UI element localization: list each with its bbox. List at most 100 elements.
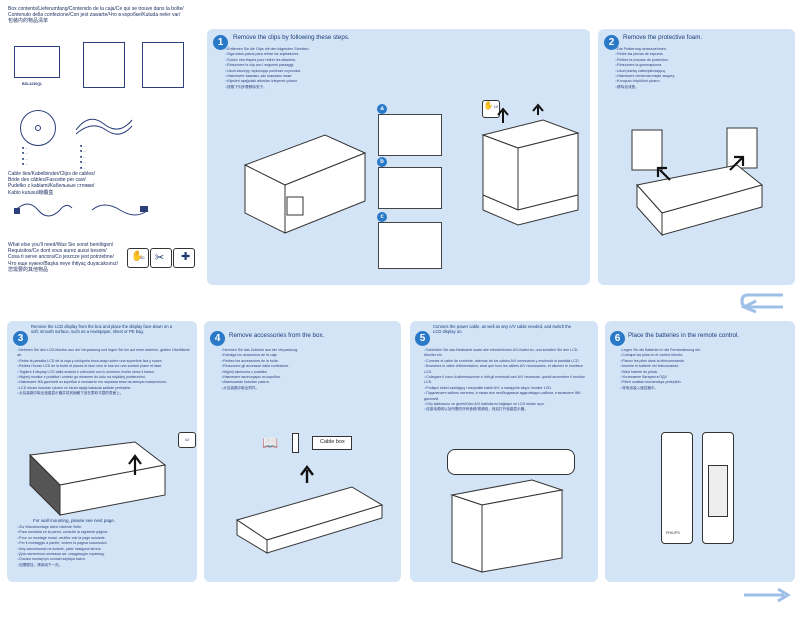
clip-step-c-image [378,222,442,269]
qty-badge-x2: x2 [178,432,196,448]
what-else-section: What else you'll need/Was Sie sonst benö… [8,242,203,273]
step6-list: Legen Sie die Batterien in die Fernbedie… [620,348,701,391]
clip-step-b-image [378,167,442,209]
step1-box-illustration [243,134,367,234]
clip-step-a-image [378,114,442,156]
step1-item: 按照下列步骤移除夹子。 [225,85,309,90]
wall-mount-title: For wall mounting, please see next page. [33,518,116,523]
step2-item: Die Polsterung herausnehmen. [615,47,675,52]
cd-hole-icon [35,125,41,131]
step1-item: Entfernen Sie die Clips mit den folgende… [225,47,309,52]
wall-mount-list: Zur Wandmontage siehe nächste Seite. Par… [17,525,108,568]
remote-control-front: PHILIPS [661,432,693,544]
left-list-block-2: ■ ...■ ...■ ...■ ...■ ... [80,144,87,170]
what-else-title-1: What else you'll need/Was Sie sonst benö… [8,242,114,248]
step2-item: Koruyucu köpükleri çıkarın. [615,79,675,84]
step2-item: Извлеките пенопластовую защиту. [615,74,675,79]
battery-compartment [708,465,728,517]
step3-list: Nehmen Sie den LCD-Monitor aus der Verpa… [17,348,192,397]
step5-item: Branchez le câble d'alimentation, ainsi … [424,364,590,375]
foam-removal-illustration [631,127,764,237]
step4-title: Remove accessories from the box. [229,332,325,339]
cable-ties-title-2: Bride des câbles/Fascette per cavi/ [8,177,86,184]
cable-ties-title-1: Cable ties/Kabelbinder/Clips de cables/ [8,171,95,177]
callout-a: a [377,104,387,114]
what-else-title-4: Что еще нужно/Başka neye ihtiyaç duyacak… [8,260,118,267]
step3-item: Togliere il display LCD dalla scatola e … [17,370,192,375]
step5-title: Connect the power cable, as well as any … [433,324,571,335]
cable-ties-section: Cable ties/Kabelbinder/Clips de cables/ … [8,171,198,196]
model-label: BDL3230QL [22,82,43,86]
step5-list: Schließen Sie das Netzkabel sowie alle e… [424,348,590,413]
next-page-arrow-icon [744,587,791,603]
step6-title: Place the batteries in the remote contro… [628,332,740,339]
left-list-block-1: ■ ...■ ...■ ...■ ... [22,146,29,167]
step5-item: Podłącz kabel zasilający i wszystkie kab… [424,386,590,391]
step4-item: Извлеките аксессуары из коробки. [221,375,298,380]
cable-ties-title-3: Pudełko z kablami/Кабельные стяжки/ [8,183,95,190]
step3-number: 3 [13,331,28,346]
step4-item: Extraiga los accesorios de la caja. [221,353,298,358]
monitor-illustration [14,46,60,78]
step4-list: Nehmen Sie das Zubehör aus der Verpackun… [221,348,298,391]
step4-number: 4 [210,331,225,346]
qty-text: x2 [184,437,190,442]
wall-item: Zur Wandmontage siehe nächste Seite. [17,525,108,530]
step5-item: Collegare il cavo di alimentazione e tut… [424,375,590,386]
accessory-tray-illustration [235,465,384,554]
step5-item: 连接电源线以及所需的所有音频/视频线，然后打开液晶显示器。 [424,407,590,412]
callout-c: c [377,212,387,222]
step5-item: Подключите кабель питания, а также все н… [424,391,590,402]
what-else-title-3: Cosa ti serve ancora/Co jeszcze jest pot… [8,254,114,261]
box-contents-section: Box contents/Lieferumfang/Contenido de l… [8,6,203,25]
wall-item: 如需壁挂，请参阅下一页。 [17,563,108,568]
step6-item: 将电池装入遥控器中。 [620,386,701,391]
qty-label: 10 [140,255,145,260]
step6-item: Włóż baterie do pilota. [620,370,701,375]
step3-item: Retirez l'écran LCD de la boîte et place… [17,364,192,369]
cable-ties-title-4: Kablo kutusu/線纜盒 [8,189,54,196]
step6-number: 6 [610,331,625,346]
step3-title: Remove the LCD display from the box and … [31,324,172,335]
wall-item: Pour un montage mural, veuillez voir la … [17,536,108,541]
step6-item: Pilleri uzaktan kumandaya yerleştirin. [620,380,701,385]
wall-item: Per il montaggio a parete, vedere la pag… [17,541,108,546]
cable-box-label: Cable box [320,439,345,445]
box-contents-title-3: 包装内的物品清单 [8,18,49,25]
step3-item: Retire la pantalla LCD de la caja y coló… [17,359,192,364]
qty-badge: ✋10 [482,100,500,118]
step4-item: 从包装箱中取出附件。 [221,386,298,391]
step1-title: Remove the clips by following these step… [233,34,350,41]
hand-icon: ✋ [483,101,494,110]
step5-number: 5 [415,331,430,346]
step1-item: Klipsleri aşağıdaki adımları izleyerek ç… [225,79,309,84]
step5-item: Schließen Sie das Netzkabel sowie alle e… [424,348,590,359]
step1-item: Usuń zaczepy, wykonując poniższe czynnoś… [225,69,309,74]
next-arrow-icon [740,293,783,314]
wall-item: Aby zamontować na ścianie, patrz następn… [17,547,108,552]
tool-icon-box-3: ✚ [173,248,195,268]
callout-b: b [377,157,387,167]
step6-item: Установите батареи в ПДУ. [620,375,701,380]
box-contents-title-2: Contenuto della confezione/Con jest zawa… [8,12,181,19]
screwdriver-icon: ✚ [181,251,191,263]
user-manual-illustration [142,42,184,88]
hand-icon: ✋ [131,251,144,262]
power-cable-illustration [14,203,73,217]
step4-item: Rimuovere gli accessori dalla confezione… [221,364,298,369]
step4-item: Wyjmij akcesoria z pudełka. [221,370,298,375]
cable-tie-illustration [75,118,133,135]
step1-list: Entfernen Sie die Clips mit den folgende… [225,47,309,90]
step3-title-line-1: Remove the LCD display from the box and … [31,324,173,329]
step6-item: Placez les piles dans la télécommande. [620,359,701,364]
qty-text: 10 [493,104,499,109]
step2-item: Retire las piezas de espuma. [615,52,675,57]
step6-item: Inserire le batterie nel telecomando. [620,364,701,369]
step2-item: 移除泡沫垫。 [615,85,675,90]
tool-icon-box-1: ✋ 10 [127,248,149,268]
box-contents-title-1: Box contents/Lieferumfang/Contenido de l… [8,6,184,12]
step4-item: Aksesuarları kutudan çıkarın. [221,380,298,385]
lift-box-illustration [481,103,580,226]
step5-title-line-2: LCD display on. [433,329,463,335]
step2-item: Usuń piankę zabezpieczającą. [615,69,675,74]
